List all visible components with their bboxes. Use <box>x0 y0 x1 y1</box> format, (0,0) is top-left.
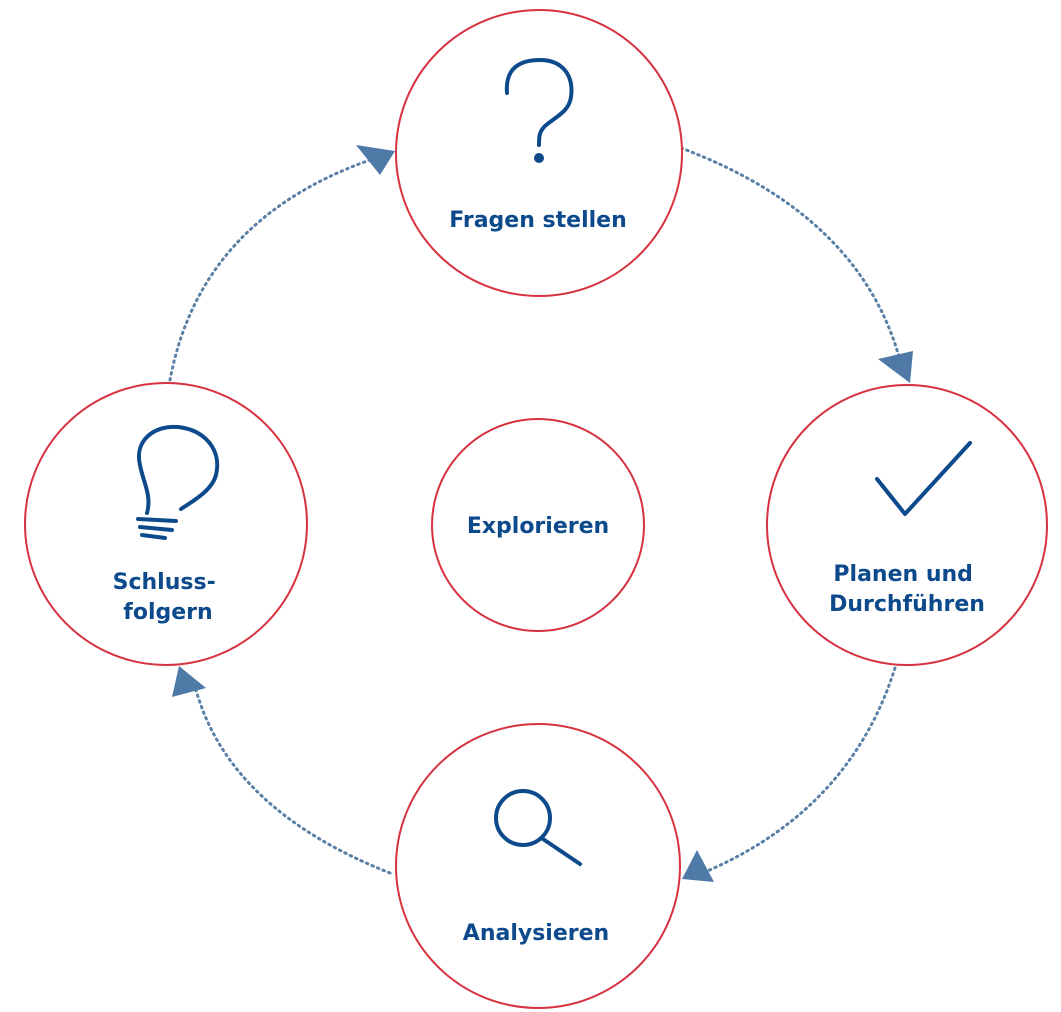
checkmark-icon <box>875 441 972 516</box>
step-label: Analysieren <box>463 921 609 946</box>
step-label-line: Analysieren <box>463 921 609 946</box>
magnifier-icon <box>494 789 582 866</box>
step-label-line: folgern <box>123 600 212 625</box>
step-label-line: Schluss- <box>113 570 216 595</box>
arrowhead-into-analyze <box>682 850 714 882</box>
step-label: Fragen stellen <box>449 208 627 233</box>
connector-conclude-to-ask <box>168 158 372 382</box>
arrowhead-into-plan <box>878 351 913 383</box>
arrowheads <box>172 145 913 882</box>
center-circle <box>431 418 645 632</box>
lightbulb-icon <box>136 424 220 540</box>
connector-ask-to-plan <box>679 146 902 362</box>
step-label: Schluss- folgern <box>113 570 224 625</box>
connector-plan-to-analyze <box>703 666 897 874</box>
center-label: Explorieren <box>467 514 609 539</box>
connectors <box>168 146 902 875</box>
step-circle <box>766 384 1048 666</box>
arrowhead-into-conclude <box>172 666 206 697</box>
connector-analyze-to-conclude <box>194 688 392 875</box>
step-label-line: Durchführen <box>829 592 985 617</box>
step-circle <box>24 382 308 666</box>
step-fragen-stellen: Fragen stellen <box>395 9 683 297</box>
step-planen-und-durchfuehren: Planen und Durchführen <box>766 384 1048 666</box>
step-circle <box>395 723 681 1009</box>
step-label-line: Fragen stellen <box>449 208 627 233</box>
step-label-line: Planen und <box>833 562 973 587</box>
step-analysieren: Analysieren <box>395 723 681 1009</box>
step-label: Planen und Durchführen <box>829 562 985 617</box>
arrowhead-into-ask <box>356 145 395 175</box>
center-explorieren: Explorieren <box>431 418 645 632</box>
step-schlussfolgern: Schluss- folgern <box>24 382 308 666</box>
question-mark-icon <box>504 58 574 163</box>
